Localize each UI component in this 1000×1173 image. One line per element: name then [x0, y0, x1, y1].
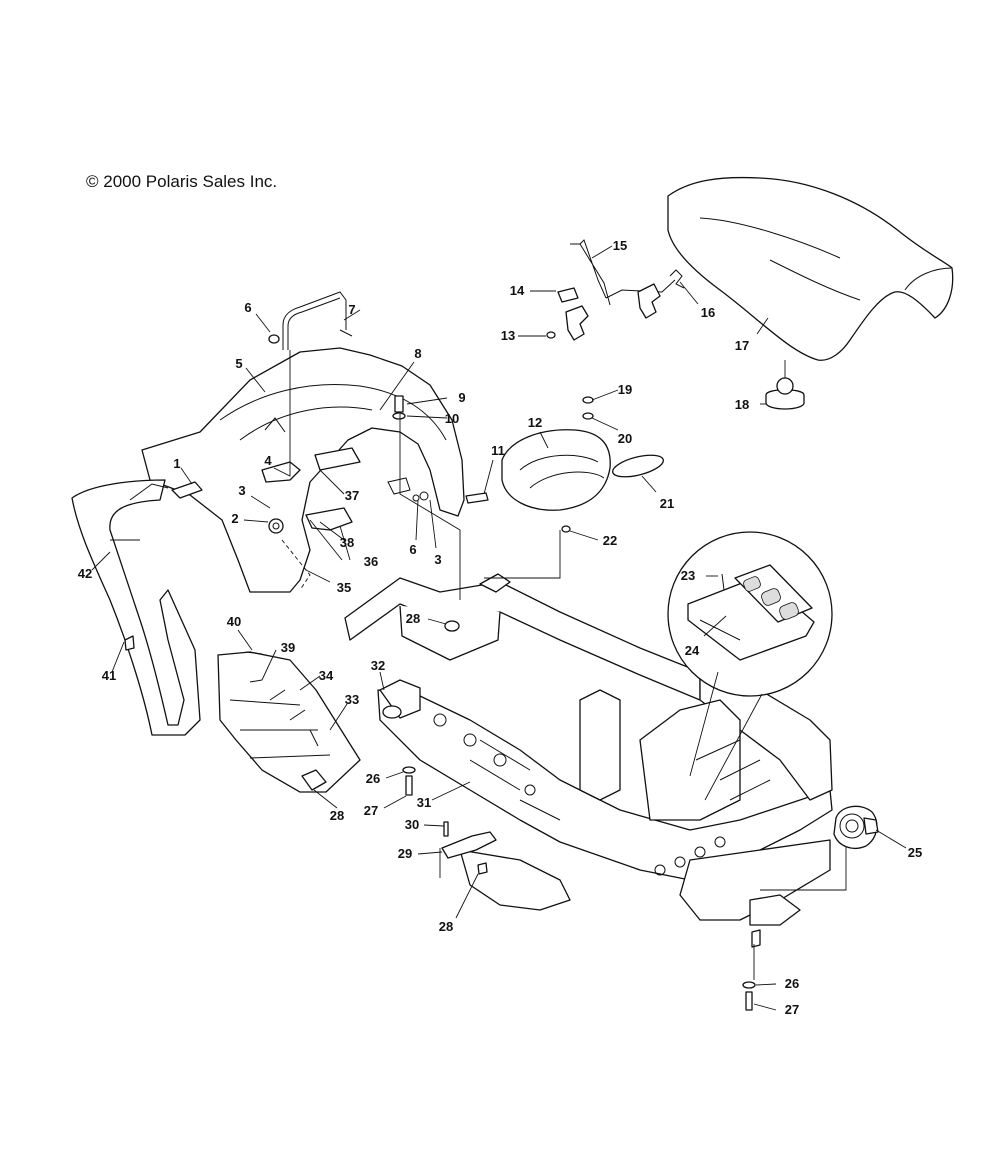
callout-31: 31 — [417, 795, 431, 810]
callout-37: 37 — [345, 488, 359, 503]
callout-15: 15 — [613, 238, 627, 253]
callout-7: 7 — [348, 302, 355, 317]
callout-3: 3 — [238, 483, 245, 498]
callout-13: 13 — [501, 328, 515, 343]
callout-17: 17 — [735, 338, 749, 353]
leader-lines — [91, 245, 907, 1011]
callout-33: 33 — [345, 692, 359, 707]
callout-34: 34 — [319, 668, 334, 683]
fasteners — [392, 395, 594, 533]
callout-22: 22 — [603, 533, 617, 548]
callout-26: 26 — [785, 976, 799, 991]
callout-40: 40 — [227, 614, 241, 629]
callout-27: 27 — [785, 1002, 799, 1017]
callout-14: 14 — [510, 283, 525, 298]
callout-42: 42 — [78, 566, 92, 581]
tail-light — [833, 805, 879, 849]
front-bracket — [441, 821, 497, 875]
callout-36: 36 — [364, 554, 378, 569]
callout-27: 27 — [364, 803, 378, 818]
callout-26: 26 — [366, 771, 380, 786]
callout-6: 6 — [409, 542, 416, 557]
mount-bolt-right — [742, 981, 756, 1011]
seat-bumper — [765, 377, 805, 410]
callout-23: 23 — [681, 568, 695, 583]
callout-28: 28 — [406, 611, 420, 626]
callout-5: 5 — [235, 356, 242, 371]
callout-6: 6 — [244, 300, 251, 315]
seat-latch — [546, 239, 685, 341]
callout-4: 4 — [264, 453, 272, 468]
callout-28: 28 — [439, 919, 453, 934]
callout-35: 35 — [337, 580, 351, 595]
callout-3: 3 — [434, 552, 441, 567]
callout-24: 24 — [685, 643, 700, 658]
copyright-notice: © 2000 Polaris Sales Inc. — [86, 172, 278, 191]
callout-25: 25 — [908, 845, 922, 860]
callout-1: 1 — [173, 456, 180, 471]
detail-inset — [667, 531, 833, 697]
storage-compartment — [501, 429, 664, 511]
mount-bolt-left — [402, 766, 416, 796]
callout-9: 9 — [458, 390, 465, 405]
callout-16: 16 — [701, 305, 715, 320]
rack-mount — [268, 291, 353, 350]
callout-21: 21 — [660, 496, 674, 511]
callout-41: 41 — [102, 668, 116, 683]
callout-30: 30 — [405, 817, 419, 832]
frame-bushing — [444, 620, 460, 632]
rear-mud-flap — [71, 479, 201, 736]
callout-39: 39 — [281, 640, 295, 655]
rear-fender — [141, 347, 465, 593]
main-frame — [344, 573, 833, 948]
callout-11: 11 — [491, 443, 505, 458]
callout-12: 12 — [528, 415, 542, 430]
inset-connector — [689, 671, 763, 801]
footwell-panel — [217, 651, 361, 793]
callout-18: 18 — [735, 397, 749, 412]
callout-38: 38 — [340, 535, 354, 550]
callout-10: 10 — [445, 411, 459, 426]
callout-28: 28 — [330, 808, 344, 823]
callout-2: 2 — [231, 511, 238, 526]
callout-8: 8 — [414, 346, 421, 361]
seat-assembly — [667, 176, 954, 361]
callout-29: 29 — [398, 846, 412, 861]
callout-20: 20 — [618, 431, 632, 446]
callout-19: 19 — [618, 382, 632, 397]
callout-32: 32 — [371, 658, 385, 673]
